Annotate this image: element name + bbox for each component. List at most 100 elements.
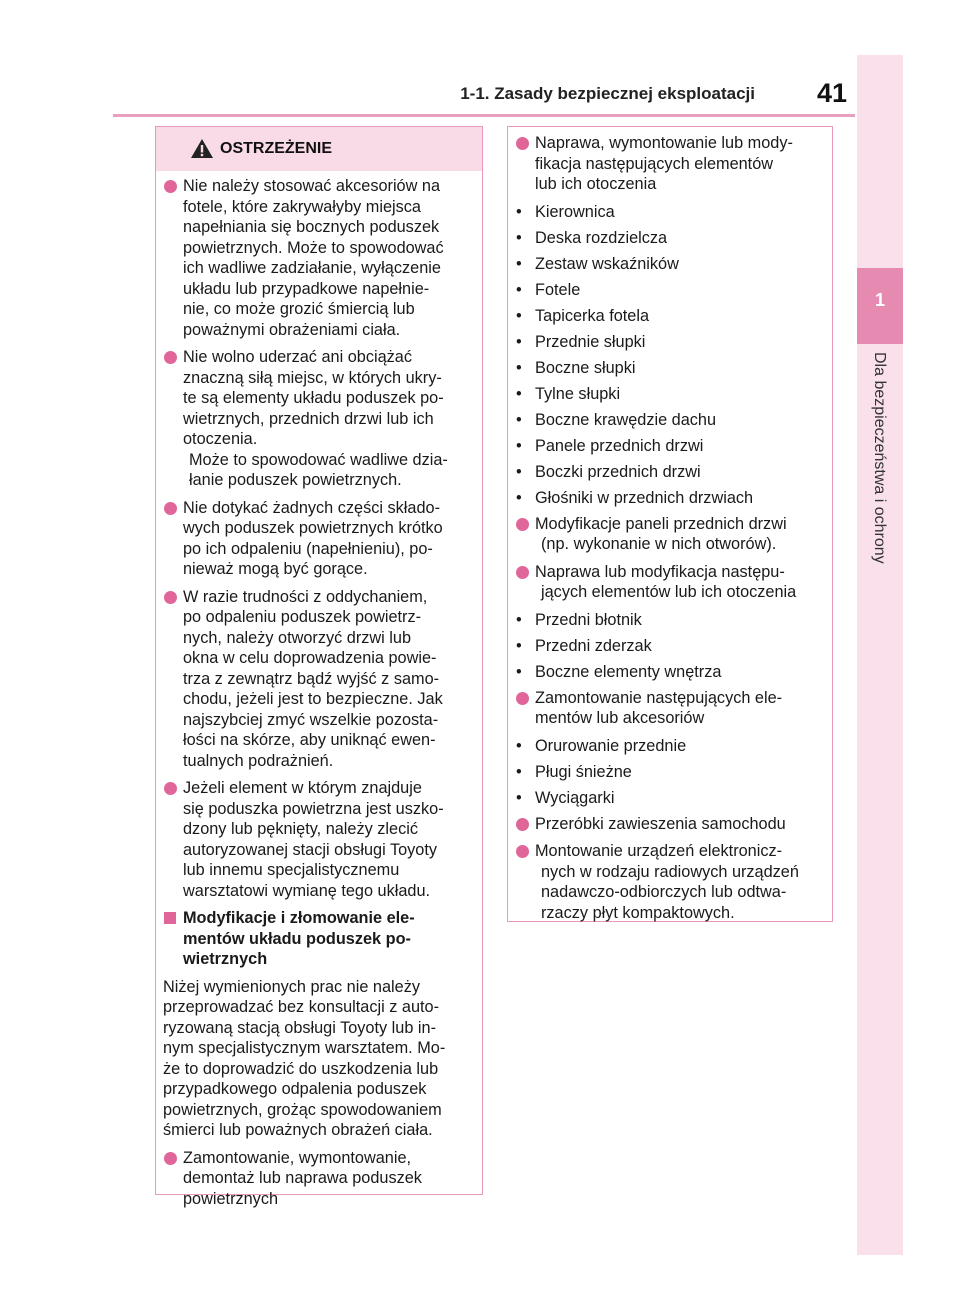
list-item: Przedni zderzak: [515, 636, 827, 657]
page-header: 1-1. Zasady bezpiecznej eksploatacji 41: [113, 78, 855, 114]
list-item: Deska rozdzielcza: [515, 228, 827, 249]
text-line: rzaczy płyt kompaktowych.: [541, 903, 735, 922]
bullet-dot-icon: [164, 782, 177, 795]
bullet-dot-icon: [516, 845, 529, 858]
text-line: powietrznych, grożąc spowodowaniem: [163, 1100, 442, 1119]
header-divider: [113, 114, 855, 117]
warning-item: Modyfikacje paneli przednich drzwi (np. w…: [515, 514, 827, 555]
text-line: napełniania się bocznych poduszek: [183, 218, 440, 236]
warning-item: Montowanie urządzeń elektronicz-nych w r…: [515, 841, 827, 923]
text-line: łanie poduszek powietrznych.: [189, 471, 402, 489]
bullet-dot-icon: [516, 691, 529, 705]
text-line: przypadkowego odpalenia poduszek: [163, 1080, 427, 1098]
text-line: Nie dotykać żadnych części składo-: [183, 498, 440, 517]
list-item: Fotele: [515, 280, 827, 301]
text-line: demontaż lub naprawa poduszek: [183, 1169, 422, 1187]
text-line: tualnych podrażnień.: [183, 751, 334, 770]
text-line: ich wadliwe zadziałanie, wyłączenie: [183, 259, 441, 277]
bullet-dot-icon: [516, 817, 529, 831]
text-line: po odpaleniu poduszek powietrz-: [183, 608, 422, 626]
list-item: Boczki przednich drzwi: [515, 462, 827, 483]
text-line: fotele, które zakrywałyby miejsca: [183, 197, 421, 216]
list-item: Kierownica: [515, 202, 827, 223]
warning-item: Naprawa, wymontowanie lub mody-fikacja n…: [515, 133, 827, 195]
text-line: te są elementy układu poduszek po-: [183, 389, 444, 407]
text-line: Zamontowanie, wymontowanie,: [183, 1148, 412, 1167]
text-line: dzony lub pęknięty, należy zlecić: [183, 820, 418, 838]
text-line: że to doprowadzić do uszkodzenia lub: [163, 1059, 439, 1078]
text-line: powietrznych. Może to spowodować: [183, 238, 444, 257]
list-item: Pługi śnieżne: [515, 762, 827, 783]
warning-title: OSTRZEŻENIE: [220, 140, 333, 157]
warning-item: W razie trudności z oddychaniem, po odpal…: [163, 587, 477, 772]
list-item: Głośniki w przednich drzwiach: [515, 488, 827, 509]
bullet-dot-icon: [164, 501, 177, 515]
text-line: najszybciej zmyć wszelkie pozosta-: [183, 710, 439, 729]
text-line: warsztatowi wymianę tego układu.: [183, 881, 431, 900]
text-line: Przeróbki zawieszenia samochodu: [535, 814, 786, 833]
text-line: nadawczo-odbiorczych lub odtwa-: [541, 883, 787, 901]
list-item: Orurowanie przednie: [515, 736, 827, 757]
warning-item: Naprawa lub modyfikacja następu-jących e…: [515, 562, 827, 603]
text-line: nych, należy otworzyć drzwi lub: [183, 628, 412, 647]
warning-item: Nie dotykać żadnych części składo-wych p…: [163, 498, 477, 580]
text-line: nie, co może grozić śmiercią lub: [183, 300, 415, 318]
list-item: Przednie słupki: [515, 332, 827, 353]
bullet-dot-icon: [516, 565, 529, 579]
text-line: wietrznych, przednich drzwi lub ich: [183, 409, 434, 428]
bullet-dot-icon: [164, 1151, 177, 1165]
text-line: Niżej wymienionych prac nie należy: [163, 977, 420, 996]
warning-triangle-icon: [191, 139, 213, 158]
text-line: przeprowadzać bez konsultacji z auto-: [163, 998, 440, 1016]
warning-header: OSTRZEŻENIE: [156, 127, 482, 171]
text-line: nych w rodzaju radiowych urządzeń: [541, 862, 799, 881]
text-line: jących elementów lub ich otoczenia: [541, 583, 797, 601]
list-item: Tapicerka fotela: [515, 306, 827, 327]
text-line: łości na skórze, aby uniknąć ewen-: [183, 731, 436, 749]
text-line: Może to spowodować wadliwe dzia-: [189, 450, 448, 469]
text-line: lub innemu specjalistycznemu: [183, 861, 400, 879]
text-line: Naprawa, wymontowanie lub mody-: [535, 134, 793, 152]
warning-item: Zamontowanie, wymontowanie, demontaż lub …: [163, 1148, 477, 1210]
text-line: autoryzowanej stacji obsługi Toyoty: [183, 840, 438, 859]
text-line: po ich odpaleniu (napełnieniu), po-: [183, 539, 433, 558]
bullet-dot-icon: [164, 180, 177, 193]
list-item: Wyciągarki: [515, 788, 827, 809]
text-line: wietrznych: [183, 950, 268, 968]
text-line: W razie trudności z oddychaniem,: [183, 587, 428, 606]
bullet-dot-icon: [516, 517, 529, 531]
text-line: ryzowaną stacją obsługi Toyoty lub in-: [163, 1018, 437, 1037]
text-line: układu lub przypadkowe napełnie-: [183, 279, 430, 298]
text-line: mentów układu poduszek po-: [183, 929, 411, 948]
text-line: okna w celu doprowadzenia powie-: [183, 649, 437, 667]
section-heading: Modyfikacje i złomowanie ele-mentów ukła…: [163, 908, 477, 970]
text-line: Modyfikacje i złomowanie ele-: [183, 909, 415, 927]
list-item: Przedni błotnik: [515, 610, 827, 631]
chapter-number: 1: [874, 290, 885, 310]
list-item: Panele przednich drzwi: [515, 436, 827, 457]
side-tab-active: [857, 268, 903, 344]
text-line: śmierci lub poważnych obrażeń ciała.: [163, 1121, 433, 1139]
page-number: 41: [816, 78, 847, 108]
list-item: Zestaw wskaźników: [515, 254, 827, 275]
text-line: nym specjalistycznym warsztatem. Mo-: [163, 1039, 446, 1057]
chapter-label: Dla bezpieczeństwa i ochrony: [871, 352, 888, 564]
warning-item: Przeróbki zawieszenia samochodu: [515, 814, 827, 835]
text-line: lub ich otoczenia: [535, 175, 657, 193]
list-item: Boczne słupki: [515, 358, 827, 379]
section-paragraph: Niżej wymienionych prac nie należy przepr…: [163, 977, 477, 1141]
text-line: poważnymi obrażeniami ciała.: [183, 320, 401, 339]
warning-box-left: OSTRZEŻENIE: [155, 126, 483, 1195]
text-line: trza z zewnątrz bądź wyjść z samo-: [183, 669, 440, 688]
bullet-dot-icon: [164, 590, 177, 604]
text-line: Zamontowanie następujących ele-: [535, 688, 783, 707]
text-line: Jeżeli element w którym znajduje: [183, 779, 422, 797]
text-line: Modyfikacje paneli przednich drzwi: [535, 514, 787, 533]
text-line: Montowanie urządzeń elektronicz-: [535, 842, 783, 860]
list-item: Boczne elementy wnętrza: [515, 662, 827, 683]
text-line: mentów lub akcesoriów: [535, 709, 705, 727]
text-line: (np. wykonanie w nich otworów).: [541, 535, 777, 553]
